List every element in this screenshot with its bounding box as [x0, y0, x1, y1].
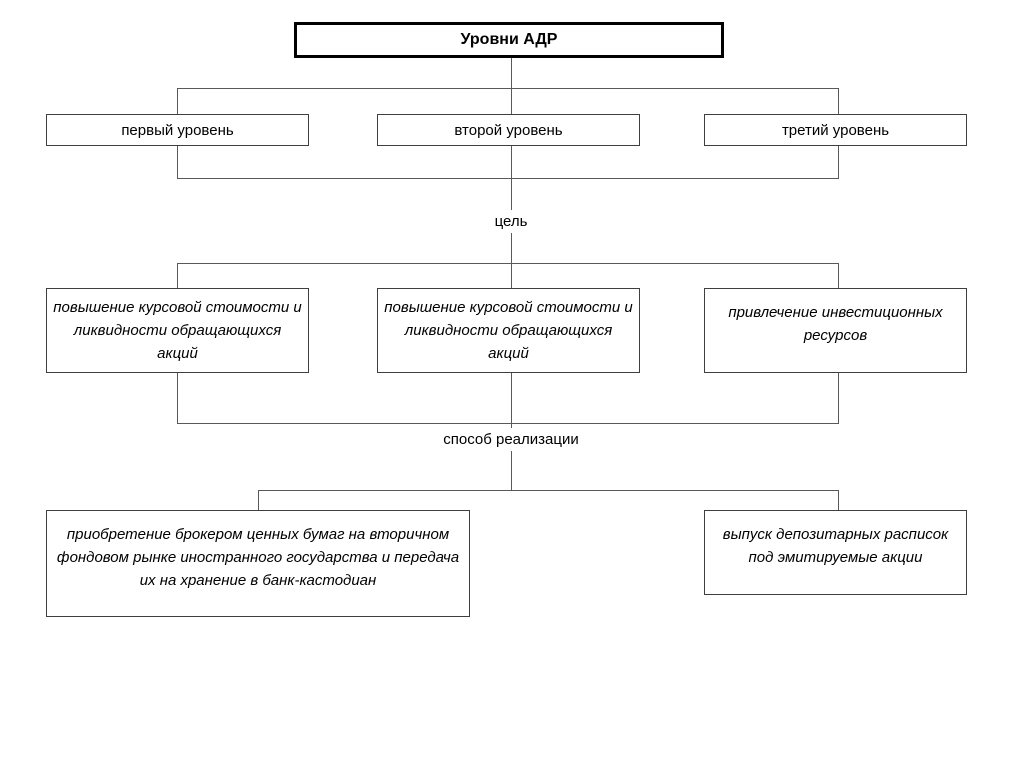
- connector-goals-drop-right: [838, 263, 839, 288]
- connector-levels-rise-left: [177, 146, 178, 178]
- connector-goals-drop-middle: [511, 263, 512, 288]
- connector-levels-drop-middle: [511, 88, 512, 114]
- method-box-1: приобретение брокером ценных бумаг на вт…: [46, 510, 470, 617]
- method-box-1-label: приобретение брокером ценных бумаг на вт…: [56, 526, 460, 589]
- connector-levels-drop-right: [838, 88, 839, 114]
- goal-box-3: привлечение инвестиционных ресурсов: [704, 288, 967, 373]
- connector-label-goal: цель: [461, 210, 561, 233]
- title-box: Уровни АДР: [294, 22, 724, 58]
- goal-box-1-label: повышение курсовой стоимости и ликвиднос…: [53, 299, 302, 362]
- connector-goals-bus-top: [177, 263, 839, 264]
- method-box-2: выпуск депозитарных расписок под эмитиру…: [704, 510, 967, 595]
- connector-goals-rise-left: [177, 373, 178, 423]
- level-box-2: второй уровень: [377, 114, 640, 146]
- title-box-label: Уровни АДР: [460, 31, 558, 48]
- level-box-1: первый уровень: [46, 114, 309, 146]
- connector-levels-bus-bottom: [177, 178, 839, 179]
- connector-levels-drop-left: [177, 88, 178, 114]
- level-box-1-label: первый уровень: [121, 121, 234, 139]
- connector-title-to-levels: [511, 58, 512, 88]
- level-box-3-label: третий уровень: [781, 121, 890, 139]
- connector-levels-rise-middle: [511, 146, 512, 178]
- method-box-2-label: выпуск депозитарных расписок под эмитиру…: [722, 526, 949, 566]
- connector-goals-rise-right: [838, 373, 839, 423]
- connector-methods-drop-right: [838, 490, 839, 510]
- connector-levels-rise-right: [838, 146, 839, 178]
- connector-goals-rise-middle: [511, 373, 512, 423]
- connector-goals-to-methods: [511, 423, 512, 490]
- level-box-3: третий уровень: [704, 114, 967, 146]
- connector-goals-drop-left: [177, 263, 178, 288]
- connector-label-method: способ реализации: [411, 428, 611, 451]
- connector-goals-bus-bottom: [177, 423, 839, 424]
- level-box-2-label: второй уровень: [454, 121, 563, 139]
- goal-box-1: повышение курсовой стоимости и ликвиднос…: [46, 288, 309, 373]
- connector-levels-bus-top: [177, 88, 839, 89]
- goal-box-2: повышение курсовой стоимости и ликвиднос…: [377, 288, 640, 373]
- connector-methods-bus-top: [258, 490, 839, 491]
- goal-box-2-label: повышение курсовой стоимости и ликвиднос…: [384, 299, 633, 362]
- connector-methods-drop-left: [258, 490, 259, 510]
- goal-box-3-label: привлечение инвестиционных ресурсов: [728, 304, 943, 344]
